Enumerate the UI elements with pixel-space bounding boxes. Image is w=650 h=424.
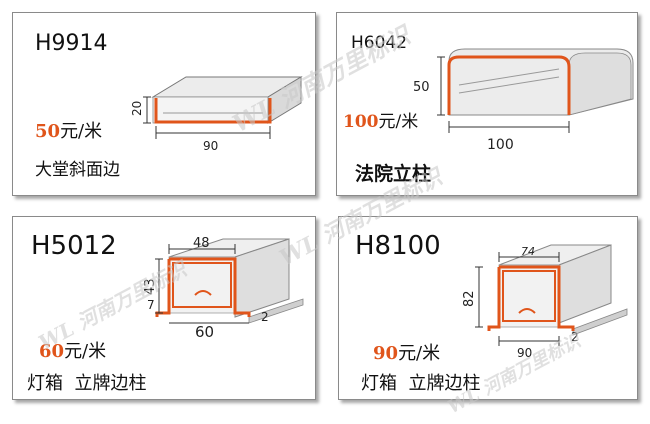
price-unit: 元/米 xyxy=(398,343,441,364)
dimension-label: 90 xyxy=(517,346,532,360)
dimension-label: 20 xyxy=(130,101,144,116)
product-name: 灯箱 立牌边柱 xyxy=(27,373,147,394)
product-card-h6042: 50 100 H6042 100元/米 法院立柱 xyxy=(336,12,638,196)
product-price: 100元/米 xyxy=(343,107,418,132)
dimension-label: 50 xyxy=(413,80,430,95)
product-code: H5012 xyxy=(31,231,117,261)
dimension-label: 74 xyxy=(521,245,535,258)
product-card-h5012: 48 43 7 60 2 H5012 60元/米 灯箱 立牌边柱 xyxy=(12,216,316,400)
product-name: 灯箱 立牌边柱 xyxy=(361,373,481,394)
dimension-label: 48 xyxy=(193,236,210,251)
price-value: 90 xyxy=(373,343,399,364)
product-name: 法院立柱 xyxy=(355,163,432,185)
dimension-label: 2 xyxy=(571,330,579,344)
profile-drawing-h9914: 20 90 xyxy=(130,76,303,153)
product-card-h9914: 20 90 H9914 50元/米 大堂斜面边 xyxy=(12,12,316,196)
dimension-label: 82 xyxy=(462,290,477,307)
product-code: H9914 xyxy=(35,31,108,56)
product-code: H6042 xyxy=(351,33,408,53)
price-unit: 元/米 xyxy=(60,121,103,142)
dimension-label: 7 xyxy=(147,298,155,312)
price-unit: 元/米 xyxy=(64,341,107,362)
dimension-label: 90 xyxy=(203,139,218,153)
profile-drawing-h5012: 48 43 7 60 2 xyxy=(143,236,304,341)
price-value: 50 xyxy=(35,121,61,142)
price-unit: 元/米 xyxy=(378,112,419,132)
price-value: 60 xyxy=(39,341,65,362)
dimension-label: 60 xyxy=(195,323,214,341)
product-code: H8100 xyxy=(355,231,441,261)
product-price: 60元/米 xyxy=(39,337,106,363)
profile-drawing-h6042: 50 100 xyxy=(413,48,634,153)
product-card-h8100: 74 82 90 2 H8100 90元/米 灯箱 立牌边柱 xyxy=(338,216,638,400)
price-value: 100 xyxy=(343,112,379,132)
product-price: 90元/米 xyxy=(373,339,440,365)
dimension-label: 43 xyxy=(143,278,158,295)
profile-drawing-h8100: 74 82 90 2 xyxy=(462,244,628,360)
dimension-label: 100 xyxy=(487,137,514,153)
product-name: 大堂斜面边 xyxy=(35,160,120,180)
dimension-label: 2 xyxy=(261,310,269,324)
product-price: 50元/米 xyxy=(35,117,102,143)
